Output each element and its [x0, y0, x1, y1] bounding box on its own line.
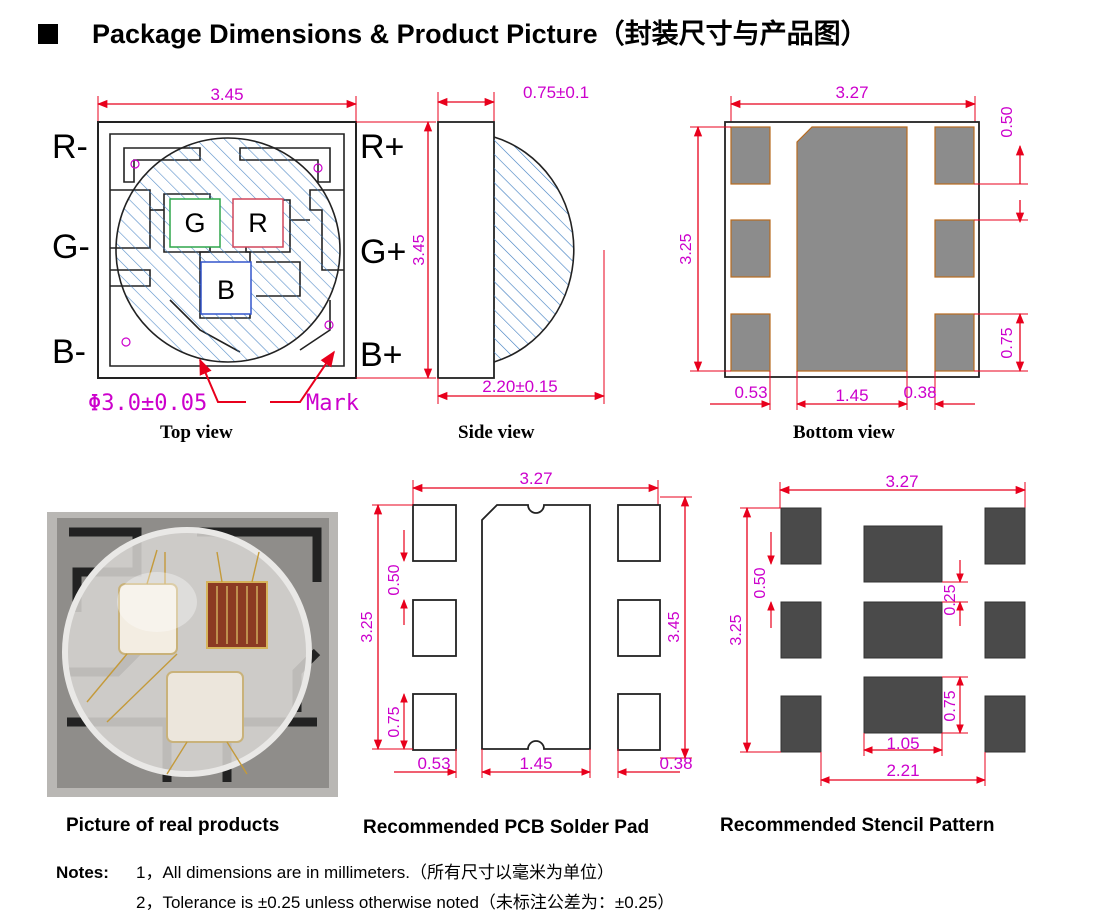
side-top-dim: 0.75±0.1	[523, 83, 589, 102]
bottom-center-dim: 1.45	[835, 386, 868, 405]
side-bottom-dim: 2.20±0.15	[482, 377, 558, 396]
bottom-left-dim: 0.53	[734, 383, 767, 402]
bottom-gap-dim: 0.50	[999, 106, 1016, 137]
bottom-view: 3.27 3.25 0.50 0.75	[678, 83, 1028, 410]
pcb-width-dim: 3.27	[519, 469, 552, 488]
caption-side-view: Side view	[458, 422, 535, 443]
side-view: 0.75±0.1 2.20±0.15	[436, 83, 606, 404]
bullet-square-icon	[38, 24, 58, 44]
pcb-pad-height-dim: 0.75	[386, 706, 403, 737]
stencil-height-dim: 3.25	[728, 614, 745, 645]
caption-pcb-pad: Recommended PCB Solder Pad	[363, 817, 650, 838]
pcb-right-dim: 0.38	[659, 754, 692, 773]
chip-b-label: B	[217, 275, 235, 305]
bottom-right-dim: 0.38	[903, 383, 936, 402]
pin-g-minus: G-	[52, 228, 90, 266]
top-height-dim: 3.45	[411, 234, 428, 265]
stencil-center-width-dim: 1.05	[886, 734, 919, 753]
lens-diameter-label: Φ3.0±0.05	[88, 391, 207, 416]
stencil-pad-height-dim: 0.75	[942, 690, 959, 721]
bottom-width-dim: 3.27	[835, 83, 868, 102]
mark-label: Mark	[306, 391, 359, 416]
pin-r-minus: R-	[52, 128, 88, 166]
note-line-2: 2，Tolerance is ±0.25 unless otherwise no…	[136, 893, 675, 912]
stencil-gap-dim: 0.50	[752, 567, 769, 598]
bottom-pad-height-dim: 0.75	[999, 327, 1016, 358]
chip-r-label: R	[248, 208, 268, 238]
stencil-center-gap-dim: 0.25	[942, 584, 959, 615]
pcb-left-dim: 0.53	[417, 754, 450, 773]
notes: Notes:1，All dimensions are in millimeter…	[56, 858, 674, 918]
page-title: Package Dimensions & Product Picture（封装尺…	[38, 12, 868, 51]
caption-real-products: Picture of real products	[66, 815, 280, 836]
caption-stencil: Recommended Stencil Pattern	[720, 815, 995, 836]
pcb-gap-dim: 0.50	[386, 564, 403, 595]
notes-label: Notes:	[56, 863, 109, 882]
pin-r-plus: R+	[360, 128, 404, 166]
top-view: 3.45 G R B	[52, 85, 436, 416]
caption-top-view: Top view	[160, 422, 233, 443]
pcb-pad-view: 3.27 3.25 3.45 0.50 0.75 0.53 1.45	[359, 469, 693, 778]
top-width-dim: 3.45	[210, 85, 243, 104]
caption-bottom-view: Bottom view	[793, 422, 895, 443]
pin-g-plus: G+	[360, 233, 406, 271]
pcb-height-right-dim: 3.45	[666, 611, 683, 642]
stencil-outer-width-dim: 2.21	[886, 761, 919, 780]
stencil-view: 3.27 3.25 0.50 0.25 0.75 1.05	[728, 472, 1027, 786]
pcb-height-dim: 3.25	[359, 611, 376, 642]
product-photo	[47, 512, 338, 797]
pin-b-minus: B-	[52, 333, 86, 371]
pin-b-plus: B+	[360, 336, 403, 374]
note-line-1: Notes:1，All dimensions are in millimeter…	[56, 858, 674, 888]
chip-g-label: G	[184, 208, 205, 238]
stencil-width-dim: 3.27	[885, 472, 918, 491]
pcb-center-dim: 1.45	[519, 754, 552, 773]
bottom-height-dim: 3.25	[678, 233, 695, 264]
